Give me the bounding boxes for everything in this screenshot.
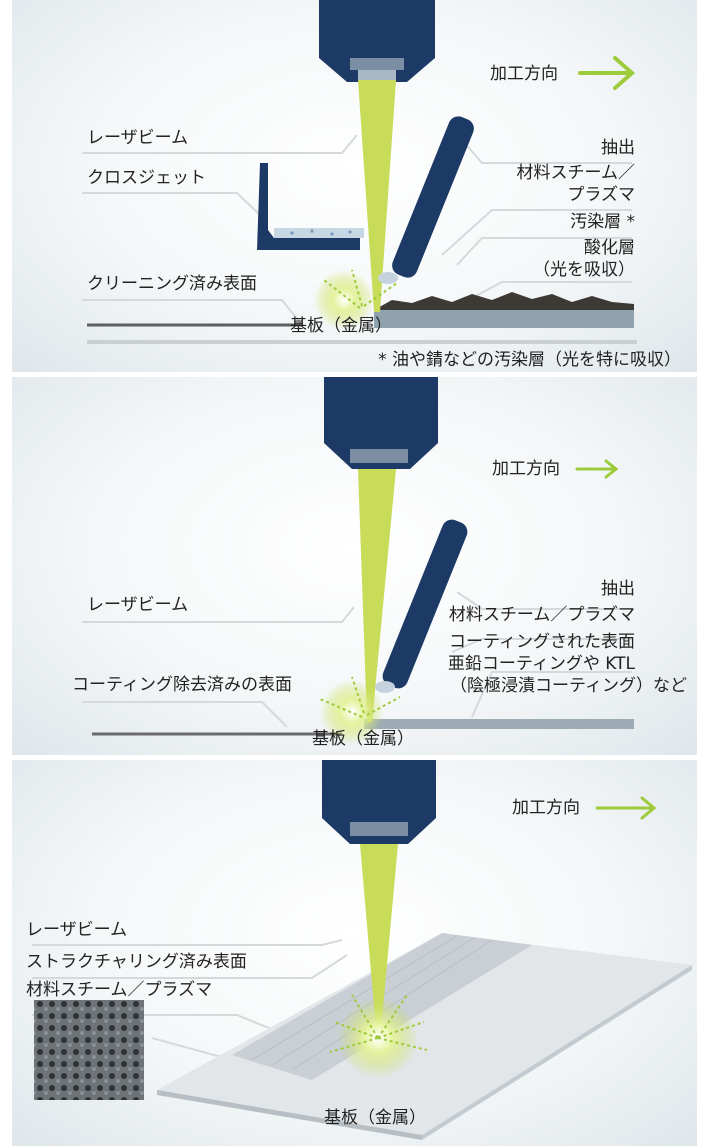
coated-surface-label-line2: 亜鉛コーティングや KTL — [447, 654, 635, 674]
vapor-plasma-label: 材料スチーム／プラズマ — [448, 605, 635, 625]
diagram-panel-decoating: 加工方向 抽出 レーザビーム 材料スチーム／プラズマ コーティングされた表面 亜… — [12, 377, 697, 755]
cleaned-surface-label: クリーニング済み表面 — [87, 274, 257, 294]
process-direction-label: 加工方向 — [512, 798, 580, 818]
laser-beam-label: レーザビーム — [87, 595, 189, 615]
decoating-illustration — [82, 377, 634, 744]
diagram-panel-cleaning: 加工方向 レーザビーム クロスジェット クリーニング済み表面 抽出 材料スチーム… — [12, 0, 697, 372]
substrate-label: 基板（金属） — [324, 1108, 426, 1128]
vapor-plasma-label: 材料スチーム／プラズマ — [26, 980, 213, 1000]
vapor-plasma-label-line1: 材料スチーム／ — [516, 163, 636, 183]
process-direction-label: 加工方向 — [492, 459, 560, 479]
footnote: * 油や錆などの汚染層（光を特に吸収） — [378, 350, 681, 370]
coated-surface-label-line3: （陰極浸漬コーティング）など — [450, 676, 687, 696]
extraction-label: 抽出 — [601, 579, 635, 599]
process-direction-label: 加工方向 — [490, 64, 558, 84]
extraction-label: 抽出 — [601, 138, 635, 158]
coated-surface-label-line1: コーティングされた表面 — [449, 632, 635, 652]
oxide-layer-label-line2: （光を吸収） — [533, 260, 635, 280]
structured-surface-label: ストラクチャリング済み表面 — [26, 952, 247, 972]
oxide-layer-label-line1: 酸化層 — [584, 238, 635, 258]
decoated-surface-label: コーティング除去済みの表面 — [72, 675, 292, 695]
substrate-label: 基板（金属） — [290, 316, 392, 336]
cleaning-illustration — [82, 0, 637, 344]
laser-beam-label: レーザビーム — [26, 920, 128, 940]
substrate-label: 基板（金属） — [312, 729, 414, 749]
laser-beam-label: レーザビーム — [87, 128, 189, 148]
contamination-layer-label: 汚染層 * — [570, 212, 635, 232]
structuring-illustration — [32, 760, 692, 1140]
vapor-plasma-label-line2: プラズマ — [567, 185, 635, 205]
cross-jet-label: クロスジェット — [87, 168, 206, 188]
diagram-panel-structuring: 加工方向 レーザビーム ストラクチャリング済み表面 材料スチーム／プラズマ 基板… — [12, 760, 697, 1146]
